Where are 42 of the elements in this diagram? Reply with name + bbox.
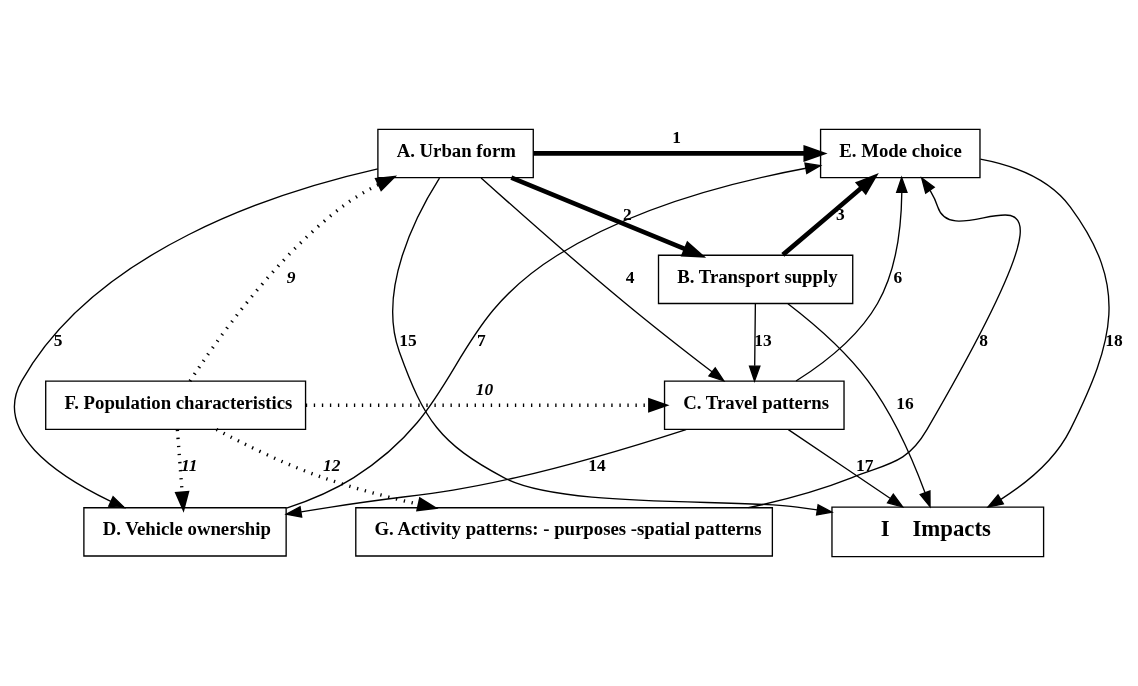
edge-label: 11 xyxy=(180,455,198,476)
node-box: B. Transport supply xyxy=(657,254,854,305)
arrow xyxy=(979,158,1110,509)
arrow xyxy=(284,428,687,518)
node-box: G. Activity patterns: - purposes -spatial patterns xyxy=(355,507,774,557)
arrow xyxy=(510,175,707,258)
arrow xyxy=(781,173,879,257)
edge-label: 1 xyxy=(672,127,681,148)
edge-label: 6 xyxy=(893,266,903,287)
edge-label: 7 xyxy=(477,329,486,350)
node-box: C. Travel patterns xyxy=(663,380,845,431)
arrow xyxy=(533,145,828,162)
edge-label: 16 xyxy=(896,392,914,413)
edge-label: 2 xyxy=(623,203,632,224)
edge-label: 5 xyxy=(53,329,63,350)
arrow xyxy=(285,162,823,509)
edge-label: 4 xyxy=(625,266,635,287)
arrow xyxy=(795,175,908,382)
edge-label: 12 xyxy=(322,455,341,476)
arrow xyxy=(305,397,670,413)
arrow xyxy=(13,168,379,509)
arrow xyxy=(174,429,190,513)
arrow xyxy=(787,428,905,508)
edge-label: 15 xyxy=(399,329,417,350)
edge-label: 8 xyxy=(979,329,989,350)
edge-label: 17 xyxy=(856,455,874,476)
arrow xyxy=(480,177,726,383)
node-box: I Impacts xyxy=(831,506,1045,558)
arrow xyxy=(392,177,834,516)
arrow xyxy=(747,176,1021,509)
arrow xyxy=(188,175,398,382)
arrow xyxy=(215,428,439,512)
node-box: F. Population characteristics xyxy=(45,380,307,431)
edge-label: 14 xyxy=(588,455,606,476)
edge-label: 10 xyxy=(475,379,494,400)
arrow xyxy=(787,303,931,509)
arrow xyxy=(748,303,761,383)
node-box: D. Vehicle ownership xyxy=(83,507,287,557)
edge-label: 9 xyxy=(286,266,296,287)
node-box: A. Urban form xyxy=(377,128,534,179)
node-box: E. Mode choice xyxy=(819,128,981,179)
edge-label: 18 xyxy=(1105,329,1123,350)
